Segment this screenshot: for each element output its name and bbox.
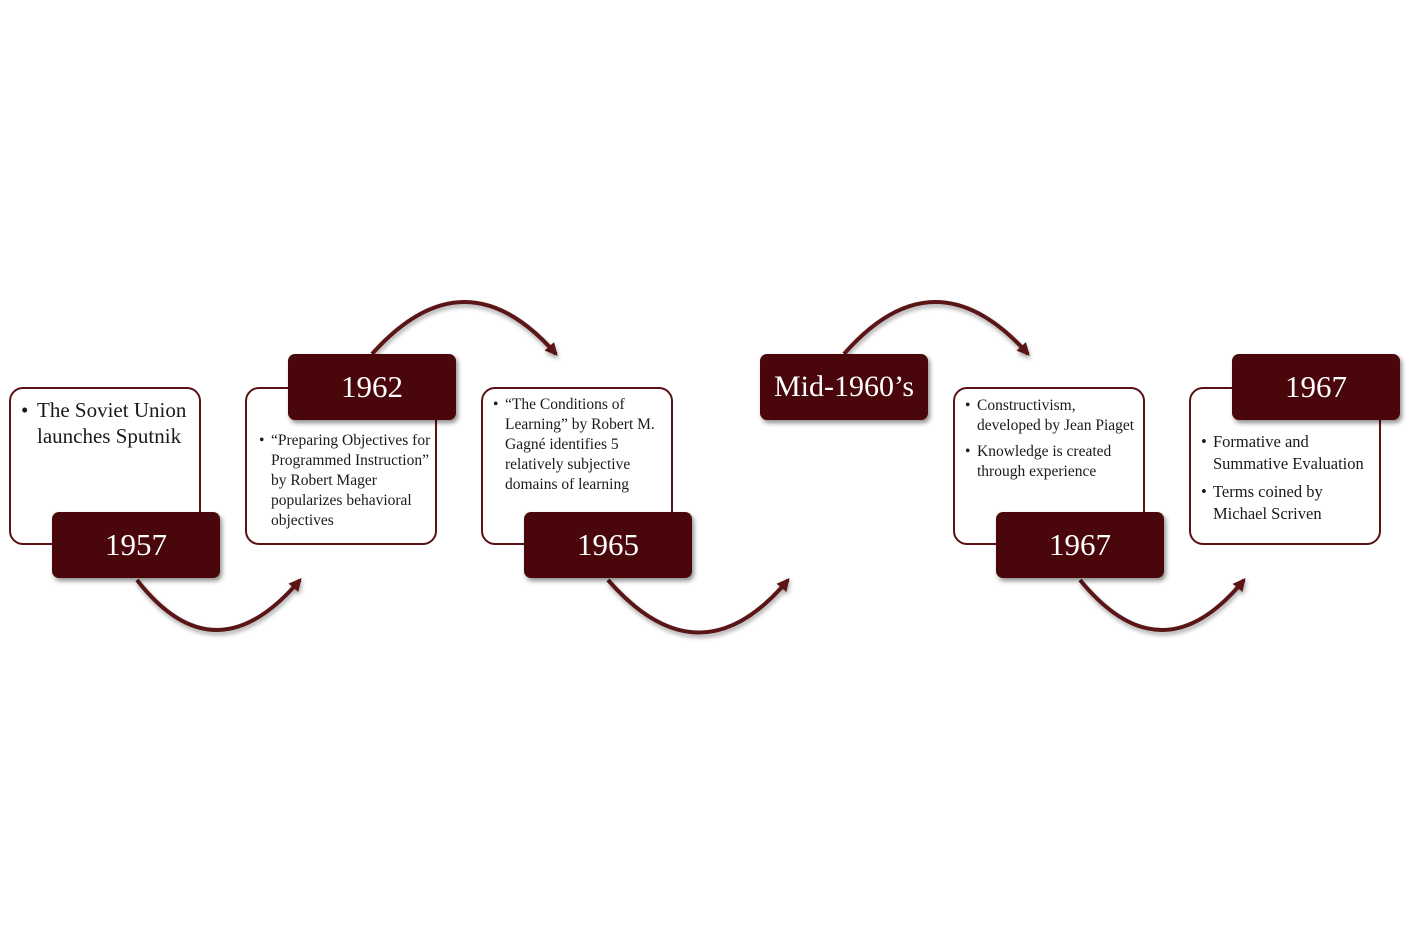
year-badge-1957: 1957 (52, 512, 220, 578)
event-bullets: “The Conditions of Learning” by Robert M… (493, 395, 667, 495)
event-bullet: “The Conditions of Learning” by Robert M… (493, 395, 667, 495)
event-bullet: Knowledge is created through experience (965, 442, 1139, 482)
year-badge-1962: 1962 (288, 354, 456, 420)
event-bullets: Constructivism, developed by Jean Piaget… (965, 396, 1139, 482)
year-badge-mid-1960s: Mid-1960’s (760, 354, 928, 420)
arrow-1965-to-mid1960s (606, 578, 790, 635)
event-bullet: Constructivism, developed by Jean Piaget (965, 396, 1139, 436)
event-card-1957: The Soviet Union launches Sputnik (9, 387, 201, 545)
event-bullet: The Soviet Union launches Sputnik (21, 397, 193, 449)
event-bullets: The Soviet Union launches Sputnik (21, 397, 193, 449)
year-badge-1965: 1965 (524, 512, 692, 578)
year-badge-1967-evaluation: 1967 (1232, 354, 1400, 420)
event-bullet: Terms coined by Michael Scriven (1201, 481, 1375, 525)
arrow-1962-to-1965 (370, 300, 558, 356)
arrow-mid1960s-to-1967 (842, 300, 1030, 356)
arrow-1967-to-1967 (1078, 578, 1246, 632)
event-bullets: Formative and Summative Evaluation Terms… (1201, 431, 1375, 525)
arrow-1957-to-1962 (135, 578, 302, 632)
event-bullet: Formative and Summative Evaluation (1201, 431, 1375, 475)
year-badge-1967-constructivism: 1967 (996, 512, 1164, 578)
event-bullet: “Preparing Objectives for Programmed Ins… (259, 431, 431, 531)
event-bullets: “Preparing Objectives for Programmed Ins… (259, 431, 431, 531)
